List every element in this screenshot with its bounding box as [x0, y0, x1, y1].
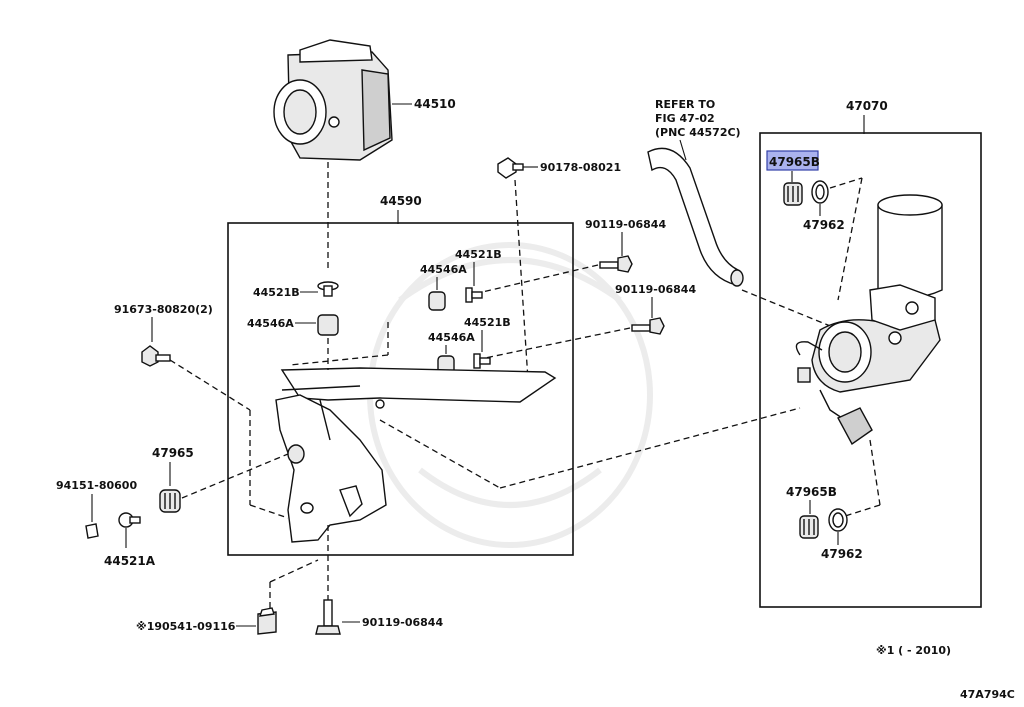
- bracket-group-box: [227, 222, 574, 556]
- pump-group-box: [759, 132, 982, 608]
- label-44521b-top-right: 44521B: [455, 248, 502, 261]
- label-44546a-top-left: 44546A: [247, 317, 294, 330]
- collar-44521b-mid-part[interactable]: [473, 353, 491, 369]
- label-44590: 44590: [380, 194, 422, 208]
- label-44546a-mid: 44546A: [428, 331, 475, 344]
- highlight-47965b[interactable]: [766, 150, 819, 171]
- grommet-47965b-bottom-part[interactable]: [799, 515, 819, 539]
- abs-actuator-part[interactable]: [273, 39, 393, 161]
- accumulator-tank-part[interactable]: [877, 194, 943, 299]
- collar-44521a-part[interactable]: [118, 512, 141, 528]
- oring-47962-top-part[interactable]: [811, 180, 829, 204]
- label-90119-06844-b: 90119-06844: [615, 283, 696, 296]
- refer-note-line1: REFER TO: [655, 98, 715, 111]
- cushion-44546a-top-left-part[interactable]: [317, 314, 339, 336]
- refer-note-line2: FIG 47-02: [655, 112, 715, 125]
- bolt-90119-b-part[interactable]: [631, 317, 665, 335]
- bolt-90119-bottom-part[interactable]: [315, 599, 341, 635]
- refer-note-line3: (PNC 44572C): [655, 126, 741, 139]
- label-44521b-top-left: 44521B: [253, 286, 300, 299]
- label-91673-80820: 91673-80820(2): [114, 303, 213, 316]
- footnote-text: ※1 ( - 2010): [876, 644, 951, 657]
- label-47962-bottom: 47962: [821, 547, 863, 561]
- label-90119-06844-a: 90119-06844: [585, 218, 666, 231]
- bracket-part[interactable]: [275, 367, 557, 543]
- label-47965b-highlighted: 47965B: [769, 155, 820, 169]
- grommet-47965-part[interactable]: [159, 489, 181, 513]
- label-47962-top: 47962: [803, 218, 845, 232]
- label-94151-80600: 94151-80600: [56, 479, 137, 492]
- collar-44521b-top-right-part[interactable]: [465, 287, 483, 303]
- label-90541-09116: ※190541-09116: [136, 620, 236, 633]
- oring-47962-bottom-part[interactable]: [828, 508, 848, 532]
- label-90178-08021: 90178-08021: [540, 161, 621, 174]
- nut-94151-part[interactable]: [85, 523, 99, 539]
- bolt-90178-part[interactable]: [497, 157, 524, 179]
- label-44546a-top-right: 44546A: [420, 263, 467, 276]
- collar-44521b-top-left-part[interactable]: [317, 281, 339, 297]
- label-44521b-mid: 44521B: [464, 316, 511, 329]
- label-47070: 47070: [846, 99, 888, 113]
- label-47965b-bottom: 47965B: [786, 485, 837, 499]
- grommet-47965b-top-part[interactable]: [783, 182, 803, 206]
- label-47965: 47965: [152, 446, 194, 460]
- diagram-code: 47A794C: [960, 688, 1015, 701]
- bolt-90119-a-part[interactable]: [599, 255, 633, 273]
- label-44510: 44510: [414, 97, 456, 111]
- label-90119-06844-bottom: 90119-06844: [362, 616, 443, 629]
- hose-part[interactable]: [647, 147, 744, 287]
- bolt-91673-part[interactable]: [141, 345, 171, 367]
- nut-90541-part[interactable]: [257, 607, 277, 635]
- cushion-44546a-top-right-part[interactable]: [428, 291, 446, 311]
- label-44521a: 44521A: [104, 554, 156, 568]
- pump-motor-part[interactable]: [795, 284, 941, 446]
